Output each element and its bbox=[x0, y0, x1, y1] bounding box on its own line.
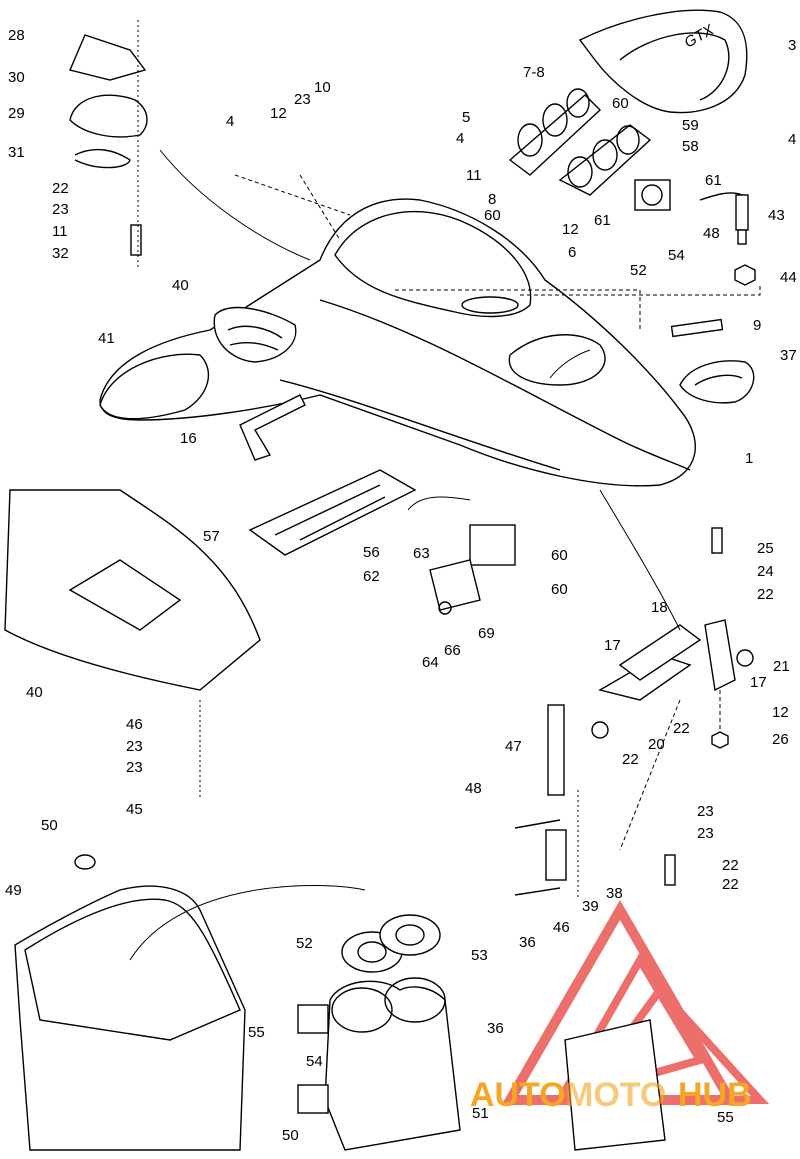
part-label: 22 bbox=[722, 876, 739, 893]
part-label: 22 bbox=[673, 720, 690, 737]
part-label: 50 bbox=[282, 1127, 299, 1144]
part-label: 31 bbox=[8, 144, 25, 161]
part-label: 46 bbox=[126, 716, 143, 733]
part-label: 69 bbox=[478, 625, 495, 642]
part-label: 56 bbox=[363, 544, 380, 561]
part-label: 6 bbox=[568, 244, 576, 261]
part-label: 48 bbox=[703, 225, 720, 242]
part-label: 1 bbox=[745, 450, 753, 467]
part-label: 10 bbox=[314, 79, 331, 96]
part-label: 26 bbox=[772, 731, 789, 748]
part-label: 43 bbox=[768, 207, 785, 224]
part-label: 61 bbox=[594, 212, 611, 229]
part-label: 48 bbox=[465, 780, 482, 797]
part-label: 22 bbox=[757, 586, 774, 603]
part-label: 5 bbox=[462, 109, 470, 126]
part-label: 4 bbox=[788, 131, 796, 148]
part-label: 63 bbox=[413, 545, 430, 562]
part-label: 60 bbox=[551, 581, 568, 598]
part-label: 12 bbox=[772, 704, 789, 721]
part-labels: 28 30 29 31 22 23 11 32 4 12 23 10 7-8 5… bbox=[5, 27, 797, 1144]
part-label: 51 bbox=[472, 1105, 489, 1122]
part-label: 23 bbox=[126, 759, 143, 776]
part-label: 3 bbox=[788, 37, 796, 54]
part-label: 22 bbox=[52, 180, 69, 197]
hood-cover: GTX bbox=[578, 9, 748, 114]
part-label: 60 bbox=[612, 95, 629, 112]
part-label: 37 bbox=[780, 347, 797, 364]
part-label: 9 bbox=[753, 317, 761, 334]
part-label: 29 bbox=[8, 105, 25, 122]
part-label: 18 bbox=[651, 599, 668, 616]
part-label: 22 bbox=[622, 751, 639, 768]
part-label: 62 bbox=[363, 568, 380, 585]
part-label: 32 bbox=[52, 245, 69, 262]
part-label: 30 bbox=[8, 69, 25, 86]
watermark-middle: MOTO bbox=[565, 1076, 666, 1114]
part-label: 53 bbox=[471, 947, 488, 964]
part-label: 46 bbox=[553, 919, 570, 936]
part-label: 44 bbox=[780, 269, 797, 286]
part-label: 23 bbox=[52, 201, 69, 218]
part-label: 39 bbox=[582, 898, 599, 915]
part-label: 24 bbox=[757, 563, 774, 580]
part-label: 23 bbox=[126, 738, 143, 755]
part-label: 23 bbox=[294, 91, 311, 108]
leader-lines bbox=[129, 20, 761, 961]
part-label: 21 bbox=[773, 658, 790, 675]
gauge-cluster bbox=[508, 88, 671, 211]
part-label: 54 bbox=[668, 247, 685, 264]
part-label: 28 bbox=[8, 27, 25, 44]
part-label: 38 bbox=[606, 885, 623, 902]
part-label: 17 bbox=[604, 637, 621, 654]
part-label: 57 bbox=[203, 528, 220, 545]
part-label: 36 bbox=[519, 934, 536, 951]
parts-drawings: GTX bbox=[4, 9, 756, 1151]
part-label: 8 bbox=[488, 191, 496, 208]
part-label: 11 bbox=[52, 223, 68, 240]
part-label: 4 bbox=[226, 113, 234, 130]
part-label: 60 bbox=[484, 207, 501, 224]
part-label: 55 bbox=[717, 1109, 734, 1126]
part-label: 66 bbox=[444, 642, 461, 659]
hood-body bbox=[99, 198, 696, 487]
part-label: 17 bbox=[750, 674, 767, 691]
part-label: 36 bbox=[487, 1020, 504, 1037]
part-label: 22 bbox=[722, 857, 739, 874]
part-label: 52 bbox=[630, 262, 647, 279]
part-label: 45 bbox=[126, 801, 143, 818]
part-label: 16 bbox=[180, 430, 197, 447]
part-label: 23 bbox=[697, 825, 714, 842]
part-label: 40 bbox=[172, 277, 189, 294]
part-label: 54 bbox=[306, 1053, 323, 1070]
part-label: 40 bbox=[26, 684, 43, 701]
part-label: 23 bbox=[697, 803, 714, 820]
part-label: 58 bbox=[682, 138, 699, 155]
part-label: 12 bbox=[562, 221, 579, 238]
part-label: 11 bbox=[466, 167, 482, 184]
part-label: 64 bbox=[422, 654, 439, 671]
part-label: 50 bbox=[41, 817, 58, 834]
part-label: 52 bbox=[296, 935, 313, 952]
part-label: 20 bbox=[648, 736, 665, 753]
part-label: 4 bbox=[456, 130, 464, 147]
watermark-suffix: HUB bbox=[678, 1076, 752, 1114]
part-label: 41 bbox=[98, 330, 115, 347]
part-label: 60 bbox=[551, 547, 568, 564]
part-label: 47 bbox=[505, 738, 522, 755]
watermark-text: AUTO MOTO HUB bbox=[470, 1076, 752, 1114]
part-label: 7-8 bbox=[523, 64, 545, 81]
part-label: 55 bbox=[248, 1024, 265, 1041]
part-label: 61 bbox=[705, 172, 722, 189]
sensor bbox=[699, 192, 756, 286]
part-label: 25 bbox=[757, 540, 774, 557]
watermark-prefix: AUTO bbox=[470, 1076, 566, 1114]
part-label: 12 bbox=[270, 105, 287, 122]
part-label: 59 bbox=[682, 117, 699, 134]
part-label: 49 bbox=[5, 882, 22, 899]
